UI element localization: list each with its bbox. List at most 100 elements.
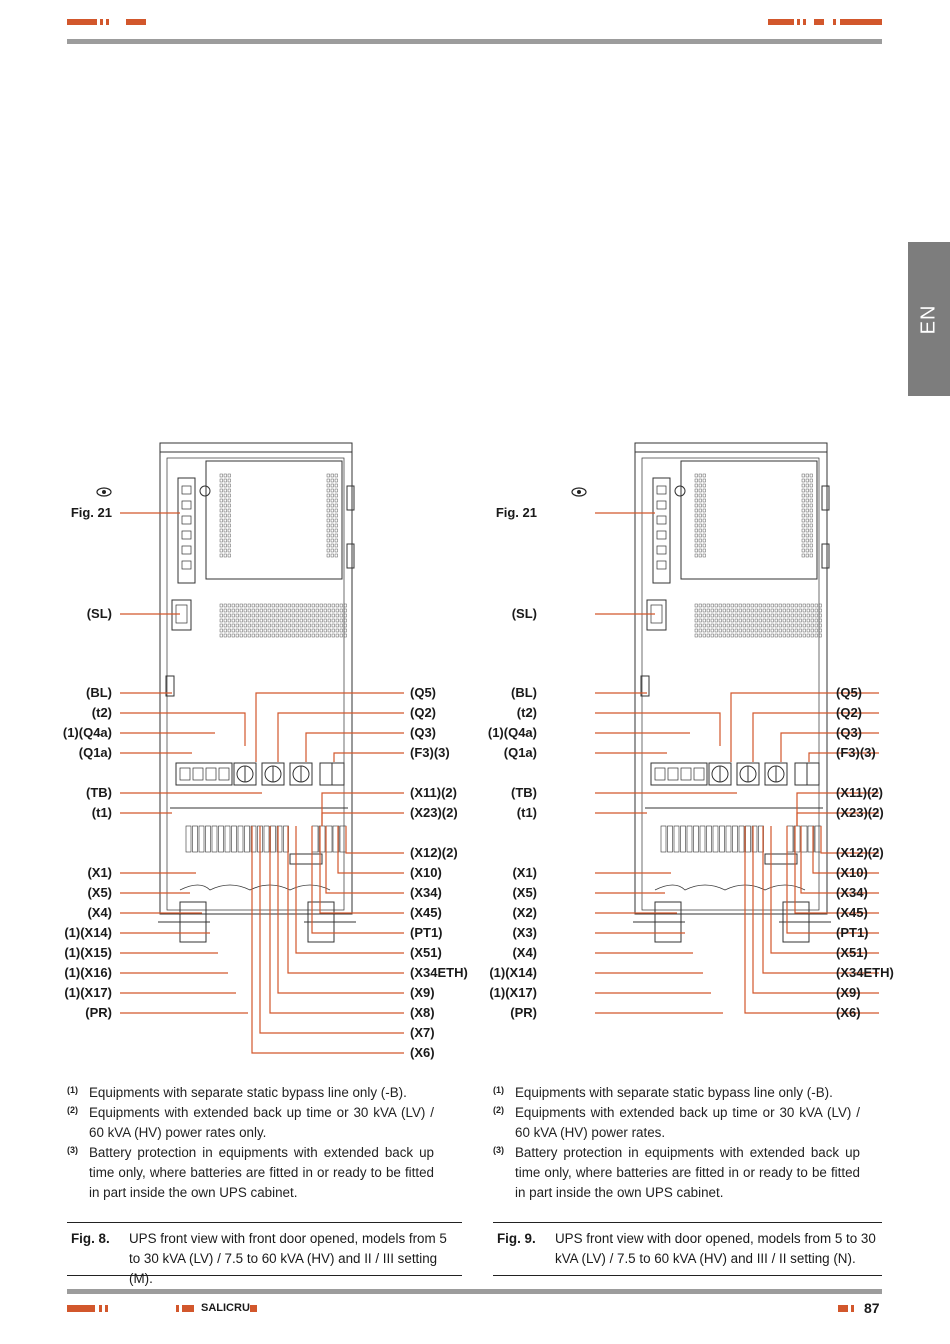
slot-sl [171, 599, 192, 631]
terminal-strip [289, 853, 323, 865]
left-callout-12: (X4) [512, 945, 537, 960]
leader-right-9 [319, 826, 404, 914]
leader-right-1 [277, 712, 404, 762]
left-callout-10: (X2) [512, 905, 537, 920]
left-callout-12: (1)(X15) [64, 945, 112, 960]
leader-right-16 [251, 826, 404, 1054]
left-callout-2: (BL) [86, 685, 112, 700]
right-callout-16: (X6) [410, 1045, 435, 1060]
left-callout-14: (1)(X17) [64, 985, 112, 1000]
leader-right-2 [305, 732, 404, 762]
leader-right-6 [820, 826, 879, 854]
leader-right-11 [770, 826, 879, 954]
left-callout-10: (X4) [87, 905, 112, 920]
left-callout-3: (t2) [516, 705, 537, 720]
display-panel [205, 460, 343, 580]
right-callout-3: (F3)(3) [410, 745, 450, 760]
eye-icon [96, 487, 112, 497]
leader-right-9 [794, 826, 879, 914]
fig9-cabinet [571, 442, 831, 943]
left-callout-8: (X1) [512, 865, 537, 880]
left-callout-5: (Q1a) [78, 745, 112, 760]
breaker-row [175, 762, 233, 786]
right-callout-4: (X11)(2) [410, 785, 457, 800]
left-callout-11: (1)(X14) [64, 925, 112, 940]
right-callout-0: (Q5) [410, 685, 436, 700]
left-callout-15: (PR) [85, 1005, 112, 1020]
leader-right-8 [800, 826, 879, 894]
switch-0 [233, 762, 257, 786]
right-callout-4: (X11)(2) [836, 785, 883, 800]
cabinet-top [159, 442, 353, 452]
fig9-drawing [571, 442, 879, 1014]
marker-bl [640, 675, 650, 697]
left-callout-13: (1)(X14) [489, 965, 537, 980]
left-callout-5: (Q1a) [503, 745, 537, 760]
eye-icon [571, 487, 587, 497]
marker-bl [165, 675, 175, 697]
right-callout-1: (Q2) [836, 705, 862, 720]
leader-right-11 [295, 826, 404, 954]
left-callout-0: Fig. 21 [495, 505, 537, 520]
switch-0 [708, 762, 732, 786]
breaker-row [650, 762, 708, 786]
leader-right-14 [269, 826, 404, 1014]
lock-icon [199, 485, 211, 497]
fig8-cabinet [96, 442, 356, 943]
left-callout-4: (1)(Q4a) [487, 725, 537, 740]
left-callout-0: Fig. 21 [70, 505, 112, 520]
slot-sl [646, 599, 667, 631]
right-callout-8: (X34) [836, 885, 868, 900]
leader-right-0 [255, 692, 404, 762]
leader-right-6 [345, 826, 404, 854]
right-callout-7: (X10) [410, 865, 442, 880]
comms-strip [652, 477, 671, 584]
switch-1 [261, 762, 285, 786]
leader-right-8 [325, 826, 404, 894]
fig9-leader-lines [595, 512, 879, 1014]
fig8-drawing [96, 442, 404, 1054]
left-callout-6: (TB) [511, 785, 537, 800]
right-callout-5: (X23)(2) [836, 805, 884, 820]
leader-right-7 [337, 826, 404, 874]
right-callout-10: (PT1) [410, 925, 443, 940]
right-callout-6: (X12)(2) [836, 845, 884, 860]
left-callout-9: (X5) [512, 885, 537, 900]
left-callout-11: (X3) [512, 925, 537, 940]
leader-right-10 [311, 826, 404, 934]
right-callout-13: (X9) [836, 985, 861, 1000]
leader-right-13 [277, 826, 404, 994]
leader-right-10 [786, 826, 879, 934]
leader-right-14 [744, 826, 879, 1014]
right-callout-5: (X23)(2) [410, 805, 458, 820]
fig8-leader-lines [120, 512, 404, 1054]
leader-right-0 [730, 692, 879, 762]
brand-name: SALICRU [201, 1302, 250, 1314]
left-callout-9: (X5) [87, 885, 112, 900]
leader-right-1 [752, 712, 879, 762]
right-callout-13: (X9) [410, 985, 435, 1000]
right-callout-0: (Q5) [836, 685, 862, 700]
right-callout-7: (X10) [836, 865, 868, 880]
right-callout-14: (X6) [836, 1005, 861, 1020]
right-callout-1: (Q2) [410, 705, 436, 720]
page-number: 87 [864, 1300, 880, 1316]
fig9-caption: Fig. 9. UPS front view with door opened,… [493, 1222, 882, 1276]
left-callout-13: (1)(X16) [64, 965, 112, 980]
right-callout-6: (X12)(2) [410, 845, 458, 860]
comms-strip [177, 477, 196, 584]
right-callout-2: (Q3) [410, 725, 436, 740]
right-callout-2: (Q3) [836, 725, 862, 740]
right-callout-12: (X34ETH) [410, 965, 468, 980]
lock-icon [674, 485, 686, 497]
language-tab[interactable]: EN [908, 242, 950, 396]
right-callout-12: (X34ETH) [836, 965, 894, 980]
leader-right-15 [259, 826, 404, 1034]
leader-right-5 [321, 812, 404, 826]
leader-right-2 [780, 732, 879, 762]
left-callout-6: (TB) [86, 785, 112, 800]
leader-right-12 [287, 826, 404, 974]
switch-1 [736, 762, 760, 786]
left-callout-4: (1)(Q4a) [62, 725, 112, 740]
left-callout-14: (1)(X17) [489, 985, 537, 1000]
